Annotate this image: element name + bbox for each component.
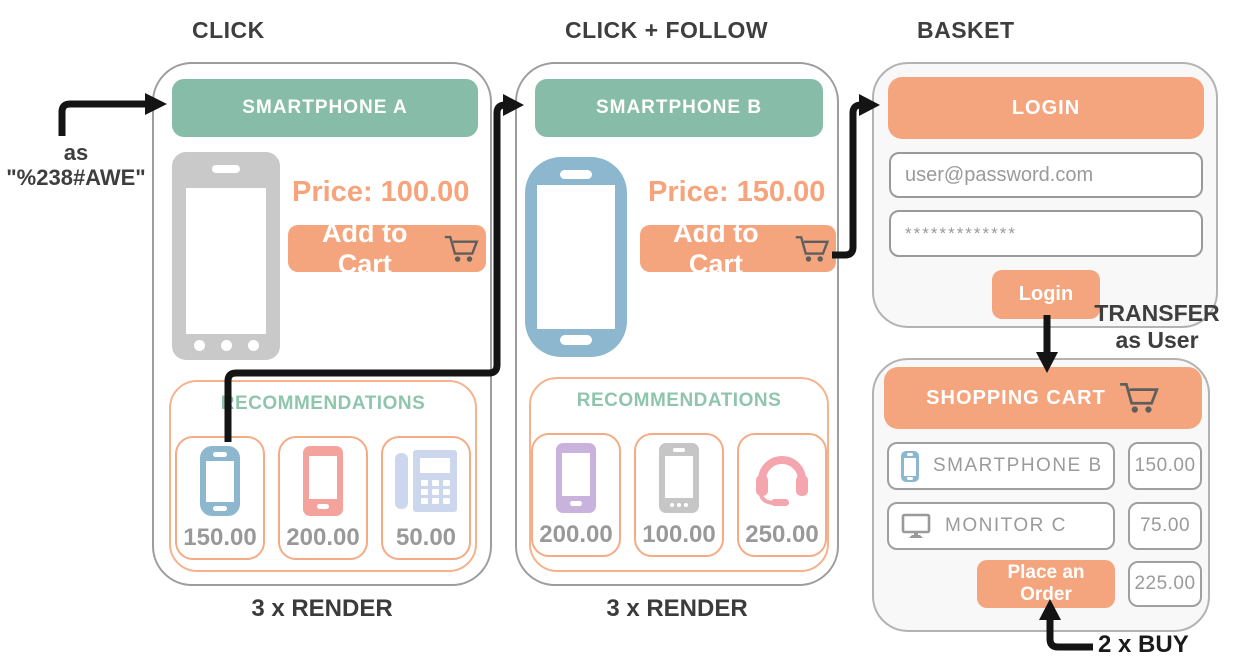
recommendation-card[interactable]: 200.00 — [531, 433, 621, 557]
smartphone-salmon-icon — [303, 446, 343, 516]
smartphone-blue-icon — [901, 450, 919, 482]
cart-total: 225.00 — [1128, 561, 1202, 607]
render-count-label-a: 3 x RENDER — [251, 595, 393, 622]
email-input[interactable] — [889, 152, 1203, 198]
add-to-cart-button-a[interactable]: Add to Cart — [288, 218, 486, 279]
product-b-header: SMARTPHONE B — [535, 79, 823, 137]
add-to-cart-button-b[interactable]: Add to Cart — [640, 218, 836, 279]
transfer-line2: as User — [1115, 327, 1199, 353]
recommendation-price: 100.00 — [642, 521, 716, 548]
recommendation-price: 150.00 — [183, 524, 257, 551]
recommendation-card[interactable]: 150.00 — [175, 436, 265, 560]
recommendation-card[interactable]: 100.00 — [634, 433, 724, 557]
product-a-price: Price: 100.00 — [292, 176, 470, 208]
recommendations-box-a: RECOMMENDATIONS 150.00 — [169, 380, 477, 572]
transfer-label: TRANSFER as User — [1089, 300, 1225, 354]
recommendation-price: 250.00 — [745, 521, 819, 548]
cart-item-price: 150.00 — [1128, 442, 1202, 490]
shopping-cart-card: SHOPPING CART SMARTPHONE B 150.00 MONITO… — [872, 358, 1210, 632]
product-page-b: SMARTPHONE B Price: 150.00 Add to Cart R… — [515, 62, 839, 586]
recommendation-price: 200.00 — [286, 524, 360, 551]
shopping-cart-icon — [1119, 382, 1159, 413]
arrow-entry-to-smartphone-a — [58, 100, 147, 136]
render-count-label-b: 3 x RENDER — [606, 595, 748, 622]
entry-token-label: as "%238#AWE" — [0, 140, 152, 190]
buy-count-label: 2 x BUY — [1098, 631, 1189, 658]
smartphone-purple-icon — [556, 443, 596, 513]
monitor-icon — [901, 513, 931, 538]
shopping-cart-header: SHOPPING CART — [884, 367, 1202, 429]
add-to-cart-label: Add to Cart — [321, 217, 408, 279]
cart-item-price: 75.00 — [1128, 502, 1202, 550]
add-to-cart-label: Add to Cart — [673, 217, 759, 279]
column-title-basket: BASKET — [917, 17, 1015, 43]
shopping-cart-icon — [445, 235, 479, 262]
place-order-button[interactable]: Place an Order — [977, 560, 1115, 608]
headset-icon — [756, 456, 808, 506]
recommendations-box-b: RECOMMENDATIONS 200.00 — [529, 377, 829, 572]
recommendation-card[interactable]: 50.00 — [381, 436, 471, 560]
column-title-click-follow: CLICK + FOLLOW — [565, 17, 769, 43]
login-card: LOGIN Login — [872, 62, 1218, 328]
transfer-line1: TRANSFER — [1094, 300, 1220, 326]
cart-item-name: SMARTPHONE B — [933, 455, 1103, 476]
product-page-a: SMARTPHONE A Price: 100.00 Add to Cart R… — [152, 62, 492, 586]
cart-item-name: MONITOR C — [945, 515, 1067, 536]
entry-token-line2: "%238#AWE" — [6, 165, 146, 190]
product-b-price: Price: 150.00 — [648, 176, 826, 208]
cart-row[interactable]: SMARTPHONE B — [887, 442, 1115, 490]
login-header: LOGIN — [888, 77, 1204, 139]
smartphone-gray-large-icon — [172, 152, 280, 360]
fax-machine-icon — [395, 450, 457, 512]
password-input[interactable] — [889, 210, 1203, 257]
recommendation-card[interactable]: 200.00 — [278, 436, 368, 560]
recommendation-price: 200.00 — [539, 521, 613, 548]
smartphone-blue-icon — [200, 446, 240, 516]
column-title-click: CLICK — [192, 17, 265, 43]
smartphone-gray-icon — [659, 443, 699, 513]
cart-row[interactable]: MONITOR C — [887, 502, 1115, 550]
shopping-cart-icon — [795, 235, 829, 262]
recommendations-title: RECOMMENDATIONS — [576, 390, 782, 411]
recommendation-price: 50.00 — [395, 524, 457, 551]
recommendation-card[interactable]: 250.00 — [737, 433, 827, 557]
recommendations-title: RECOMMENDATIONS — [220, 393, 426, 414]
entry-token-line1: as — [63, 140, 89, 165]
login-button[interactable]: Login — [992, 270, 1100, 319]
smartphone-blue-large-icon — [525, 157, 627, 357]
shopping-cart-header-label: SHOPPING CART — [926, 386, 1106, 409]
product-a-header: SMARTPHONE A — [172, 79, 478, 137]
